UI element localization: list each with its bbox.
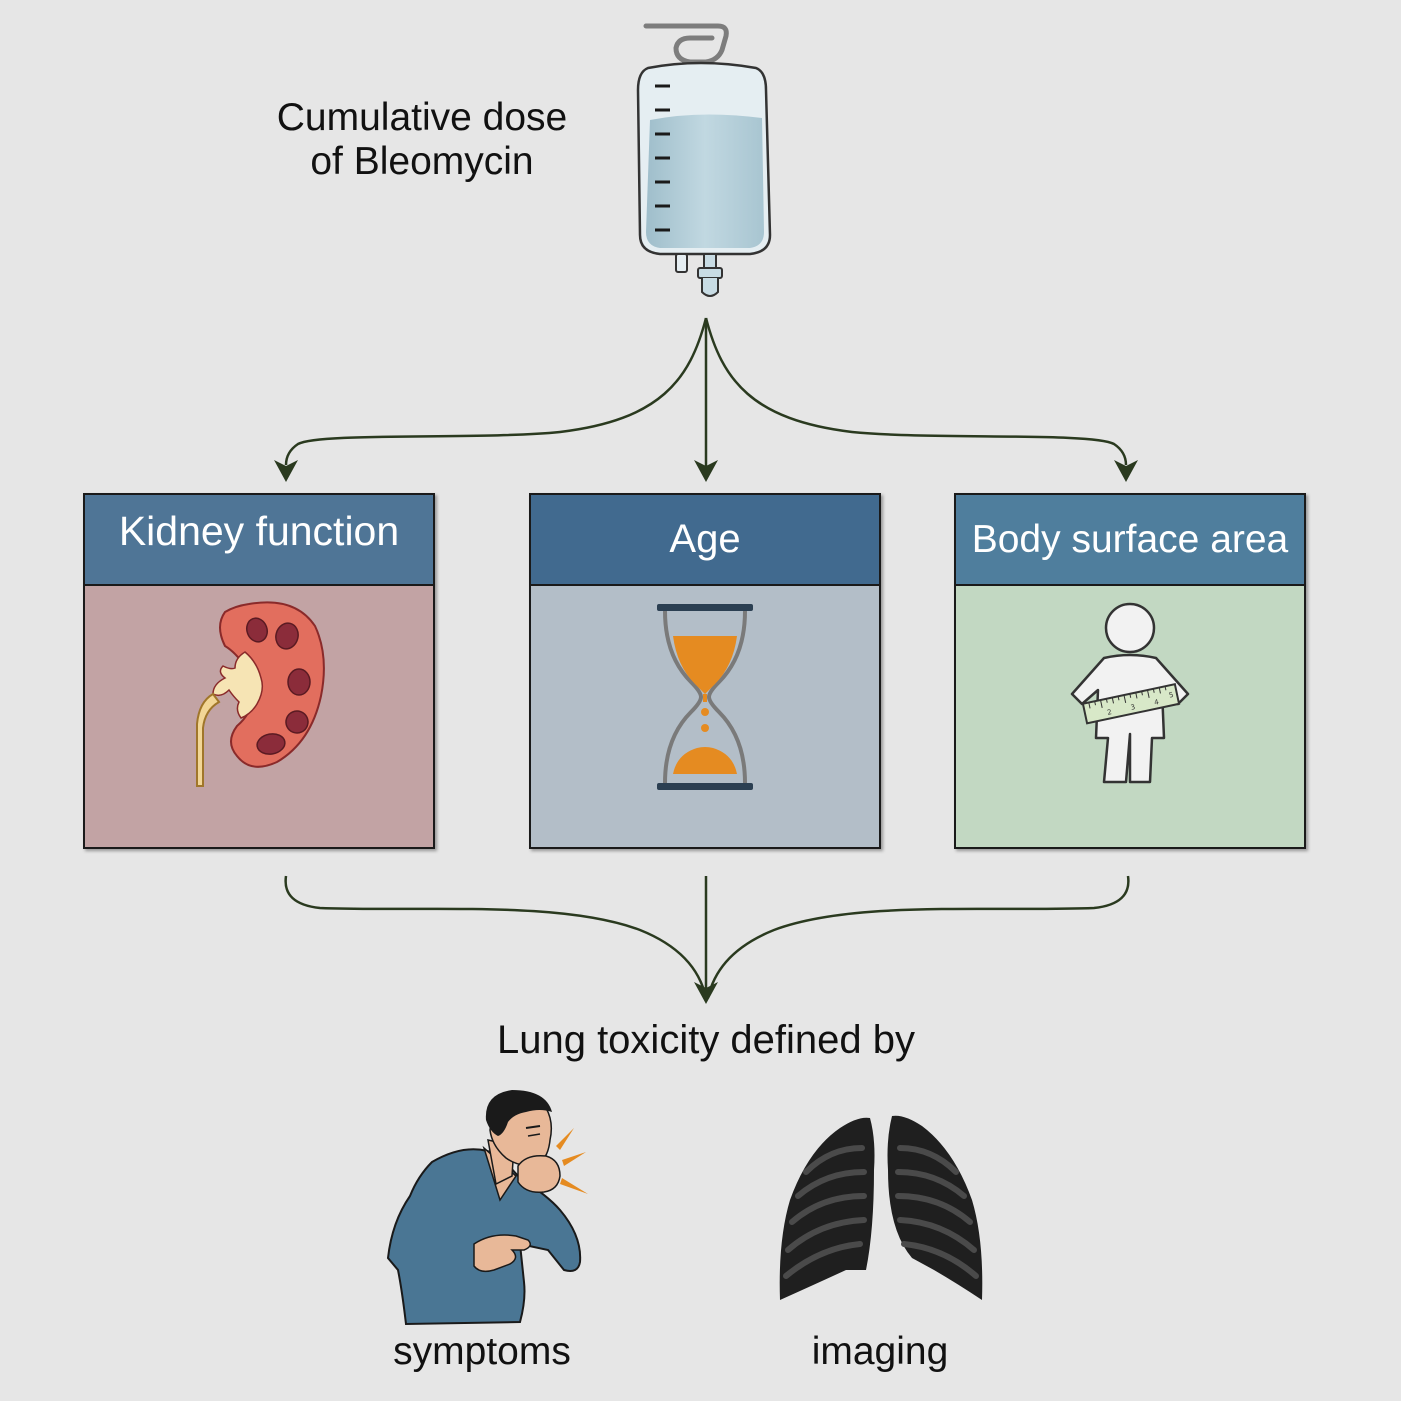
hourglass-icon — [657, 604, 753, 790]
outcome-title: Lung toxicity defined by — [496, 1018, 916, 1062]
lungs-xray-icon — [779, 1115, 983, 1300]
ruler-tick-3: 3 — [1130, 703, 1136, 712]
bottom-arrowhead — [694, 982, 718, 1004]
ruler-tick-5: 5 — [1168, 691, 1174, 700]
top-arrowheads — [274, 460, 1138, 482]
dose-title: Cumulative dose of Bleomycin — [222, 96, 622, 184]
factor-header-age: Age — [531, 495, 879, 586]
person-measuring-tape-icon: 2 3 4 5 — [1070, 602, 1190, 784]
measuring-tape: 2 3 4 5 — [1081, 683, 1181, 725]
bracket-left — [284, 875, 708, 999]
ruler-tick-2: 2 — [1107, 708, 1113, 717]
arrow-to-bsa — [704, 317, 1128, 466]
factor-box-age: Age — [529, 493, 881, 849]
caption-symptoms: symptoms — [393, 1330, 571, 1373]
ruler-tick-4: 4 — [1153, 698, 1160, 707]
dose-to-factors-arrows — [284, 317, 1128, 468]
factor-header-kidney: Kidney function — [85, 495, 433, 586]
factor-box-body-surface-area: Body surface area — [954, 493, 1306, 849]
kidney-icon — [196, 601, 325, 787]
factors-to-outcome-arrows — [284, 875, 1130, 999]
caption-imaging: imaging — [811, 1330, 949, 1373]
factor-box-kidney: Kidney function — [83, 493, 435, 849]
iv-bag-icon — [636, 23, 772, 297]
bracket-right — [706, 875, 1130, 999]
dose-title-line2: of Bleomycin — [310, 140, 534, 183]
dose-title-line1: Cumulative dose — [276, 96, 568, 139]
coughing-man-icon — [386, 1090, 588, 1326]
arrow-to-kidney — [284, 317, 708, 466]
factor-header-bsa: Body surface area — [956, 495, 1304, 586]
